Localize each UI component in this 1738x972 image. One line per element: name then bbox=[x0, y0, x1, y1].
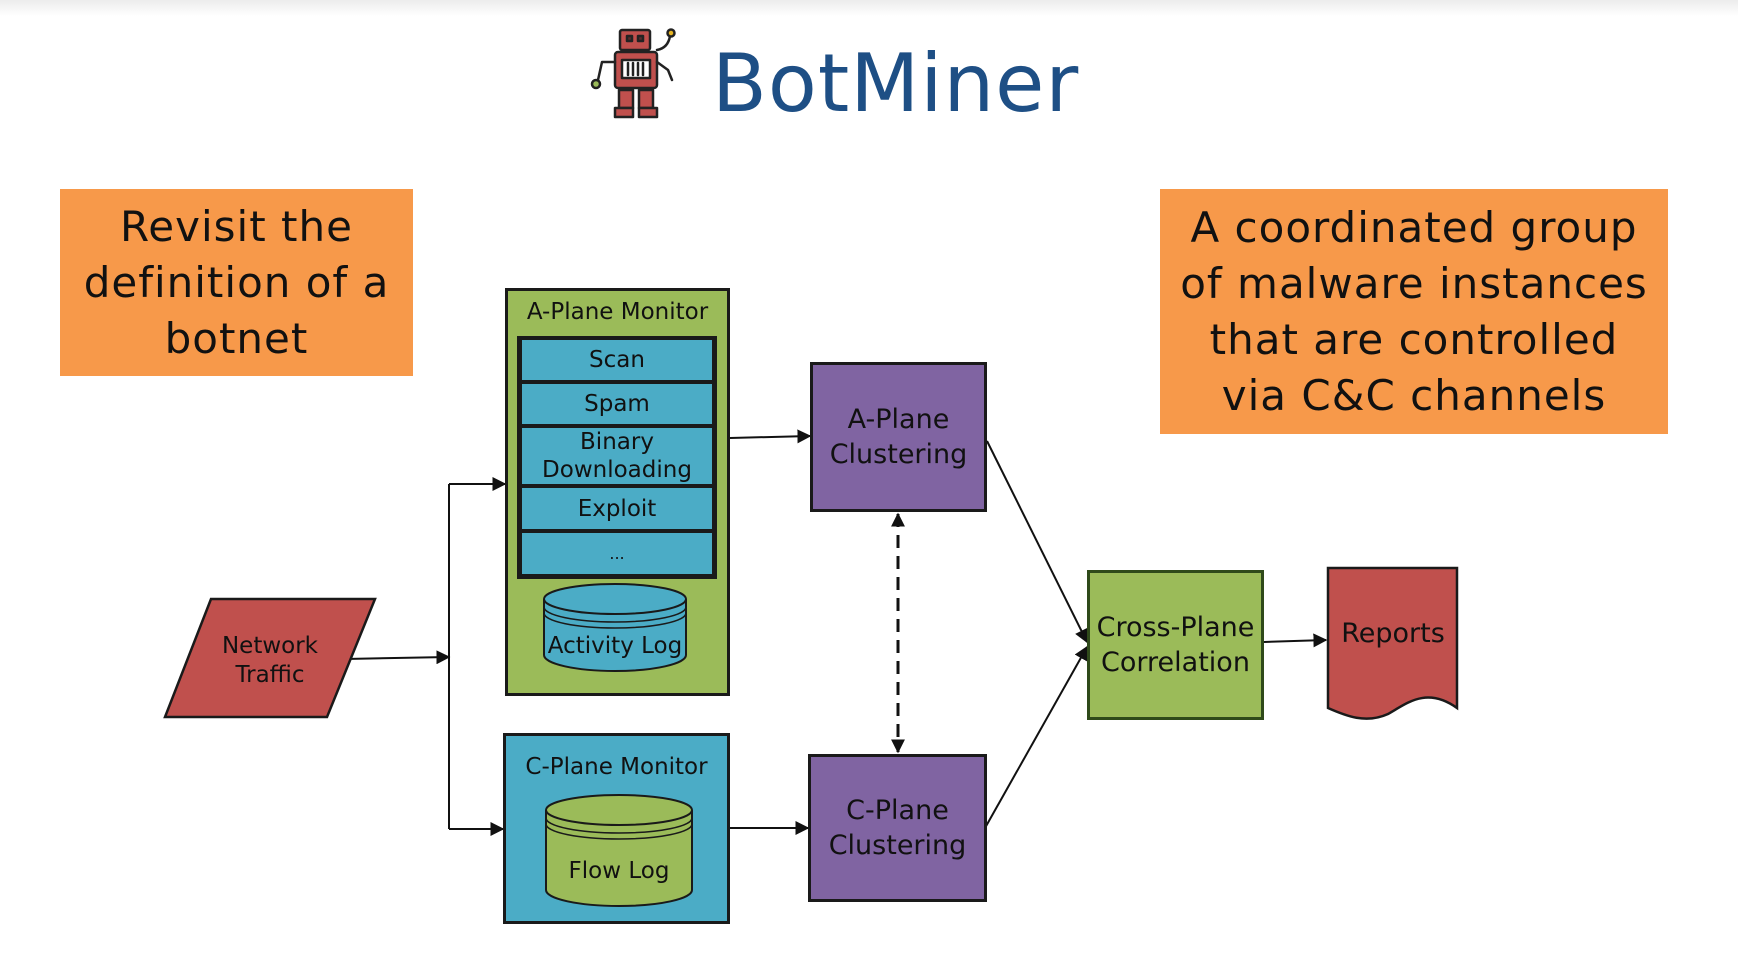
a-plane-clustering: A-Plane Clustering bbox=[810, 362, 987, 512]
a-plane-item-more: ... bbox=[520, 531, 714, 576]
edge-a-monitor-to-clustering bbox=[729, 429, 812, 444]
flow-log-cylinder bbox=[545, 794, 693, 907]
edge-a-cluster-to-correlation bbox=[986, 440, 1088, 644]
reports-label: Reports bbox=[1341, 617, 1445, 649]
page-title: BotMiner bbox=[712, 37, 1080, 130]
c-plane-monitor-title: C-Plane Monitor bbox=[525, 754, 708, 780]
a-plane-monitor-title: A-Plane Monitor bbox=[526, 299, 709, 325]
c-plane-monitor: C-Plane Monitor Flow Log bbox=[503, 733, 730, 924]
flow-log-label: Flow Log bbox=[568, 858, 670, 884]
top-edge bbox=[0, 0, 1738, 16]
edge-correlation-to-reports bbox=[1263, 633, 1328, 648]
network-traffic-node bbox=[163, 597, 377, 719]
c-plane-clustering: C-Plane Clustering bbox=[808, 754, 987, 902]
reports-node bbox=[1326, 566, 1459, 720]
a-plane-item-exploit: Exploit bbox=[520, 486, 714, 531]
a-plane-item-binary-downloading: Binary Downloading bbox=[520, 426, 714, 486]
note-botnet-definition: A coordinated group of malware instances… bbox=[1160, 189, 1668, 434]
a-plane-item-scan: Scan bbox=[520, 338, 714, 382]
cross-plane-correlation: Cross-Plane Correlation bbox=[1087, 570, 1264, 720]
a-plane-item-spam: Spam bbox=[520, 382, 714, 426]
robot-icon bbox=[590, 28, 676, 119]
network-traffic-label: Network Traffic bbox=[221, 633, 319, 688]
activity-log-cylinder bbox=[543, 583, 687, 672]
note-revisit-definition: Revisit the definition of a botnet bbox=[60, 189, 413, 376]
activity-log-label: Activity Log bbox=[547, 633, 683, 659]
edge-c-cluster-to-correlation bbox=[984, 645, 1088, 829]
a-plane-monitor: A-Plane Monitor Scan Spam Binary Downloa… bbox=[505, 288, 730, 696]
